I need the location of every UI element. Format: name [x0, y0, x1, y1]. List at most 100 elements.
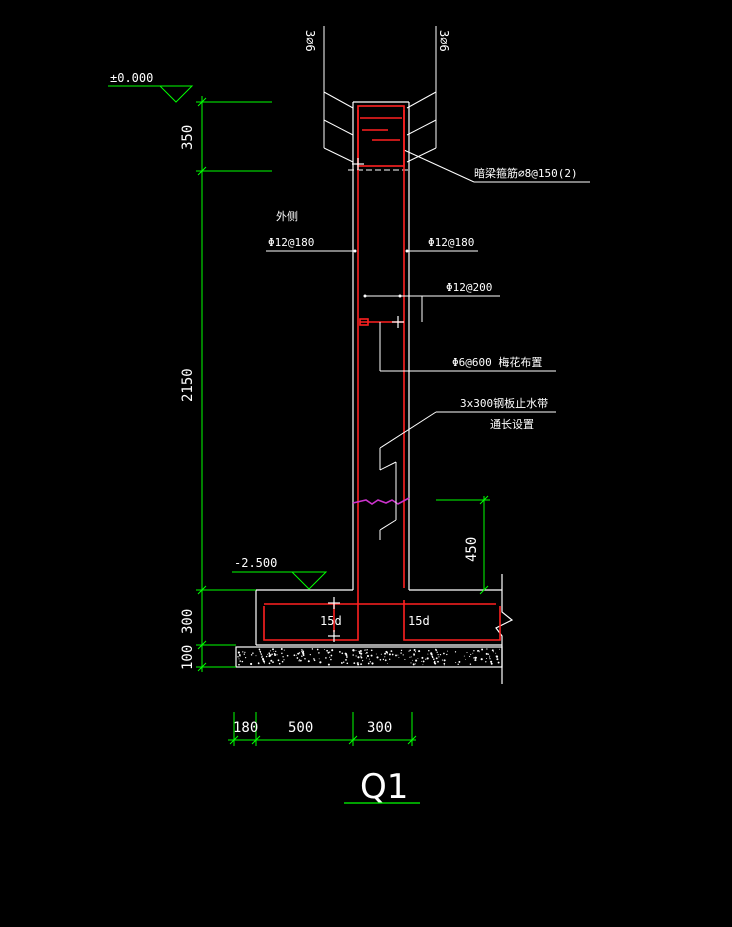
hatch-dot	[398, 657, 400, 659]
hatch-dot	[436, 651, 438, 653]
hatch-dot	[329, 656, 331, 658]
hatch-dot	[437, 653, 439, 656]
hatch-dot	[412, 663, 415, 666]
hatch-dot	[275, 650, 277, 653]
vertical-dimension-chain	[196, 96, 272, 672]
hatch-dot	[458, 660, 461, 663]
hatch-dot	[489, 658, 491, 660]
hatch-dot	[330, 654, 333, 657]
hatch-dot	[474, 659, 477, 662]
hatch-dot	[435, 649, 437, 652]
hatch-dot	[260, 654, 262, 656]
hatch-dot	[400, 649, 403, 652]
hatch-dot	[346, 656, 348, 658]
hatch-dot	[386, 663, 388, 665]
hatch-dot	[366, 657, 367, 659]
hatch-dot	[360, 655, 362, 657]
hatch-dot	[402, 654, 404, 656]
hatch-dot	[267, 653, 268, 655]
hatch-dot	[415, 659, 418, 662]
rebar	[263, 105, 501, 641]
hatch-dot	[296, 657, 299, 659]
hatch-dot	[413, 648, 416, 652]
hatch-dot	[485, 661, 487, 663]
hatch-dot	[273, 652, 276, 655]
hatch-dot	[302, 650, 305, 653]
hatch-dot	[345, 654, 348, 657]
hatch-dot	[352, 649, 355, 652]
hatch-dot	[319, 661, 322, 664]
hatch-dot	[300, 659, 302, 662]
hatch-dot	[413, 653, 416, 656]
hatch-dot	[454, 651, 457, 653]
hatch-dot	[309, 653, 311, 656]
hatch-dot	[434, 662, 436, 665]
hatch-dot	[277, 659, 280, 662]
outer-vertical-bar	[263, 110, 359, 641]
hatch-dot	[327, 651, 330, 654]
hatch-dot	[490, 660, 493, 663]
hatch-dot	[293, 654, 296, 657]
hatch-dot	[356, 662, 359, 664]
hatch-dot	[260, 651, 262, 653]
hatch-dot	[497, 661, 500, 664]
hatch-dot	[481, 648, 484, 651]
hatch-dot	[353, 662, 356, 665]
hatch-dot	[455, 662, 457, 663]
hatch-dot	[341, 652, 344, 655]
hatch-dot	[404, 658, 406, 661]
anchor-right-label: 15d	[408, 614, 430, 628]
hatch-dot	[326, 649, 328, 652]
hatch-dot	[365, 649, 367, 651]
hatch-dot	[330, 658, 332, 661]
hatch-dot	[259, 649, 261, 651]
waterstop-label-line2: 通长设置	[490, 418, 534, 431]
hatch-dot	[265, 655, 268, 658]
hatch-dot	[238, 658, 240, 660]
hatch-dot	[492, 651, 494, 653]
hatch-dot	[474, 656, 477, 659]
hatch-dot	[413, 652, 415, 655]
hatch-dot	[358, 650, 360, 653]
hatch-dot	[250, 662, 253, 666]
hatch-dot	[352, 654, 354, 656]
hatch-dot	[477, 650, 479, 652]
hatch-dot	[367, 662, 370, 665]
hatch-dot	[395, 654, 397, 657]
hatch-dot	[475, 656, 477, 659]
hatch-dot	[414, 663, 416, 665]
hatch-dot	[480, 658, 483, 661]
hatch-dot	[364, 649, 365, 651]
hatch-dot	[263, 662, 266, 664]
hatch-dot	[357, 663, 360, 666]
dim-heel: 300	[367, 720, 392, 736]
tie-bar-label: Φ6@600 梅花布置	[452, 355, 542, 369]
hatch-dot	[390, 650, 393, 652]
hatch-dot	[408, 650, 410, 652]
anchor-left-label: 15d	[320, 614, 342, 628]
hatch-dot	[245, 657, 247, 659]
hatch-dot	[495, 652, 497, 654]
hatch-dot	[389, 658, 391, 660]
hatch-dot	[237, 656, 239, 658]
hatch-dot	[345, 659, 347, 661]
hatch-dot	[301, 649, 303, 651]
hatch-dot	[439, 653, 442, 656]
hatch-dot	[421, 660, 423, 662]
hatch-dot	[357, 656, 360, 659]
hatch-dot	[355, 655, 357, 657]
hatch-dot	[443, 652, 445, 655]
hatch-dot	[463, 655, 465, 657]
hatch-dot	[268, 653, 271, 655]
hatch-dot	[370, 654, 373, 657]
hatch-dot	[473, 650, 475, 652]
hatch-dot	[409, 649, 411, 651]
hatch-dot	[362, 660, 364, 662]
hatch-dot	[281, 660, 284, 663]
hatch-dot	[465, 659, 467, 660]
hatch-dot	[355, 649, 357, 651]
hatch-dot	[466, 652, 468, 653]
hatch-dot	[410, 656, 412, 658]
hatch-dot	[241, 661, 243, 663]
dim-wall: 2150	[180, 368, 196, 402]
